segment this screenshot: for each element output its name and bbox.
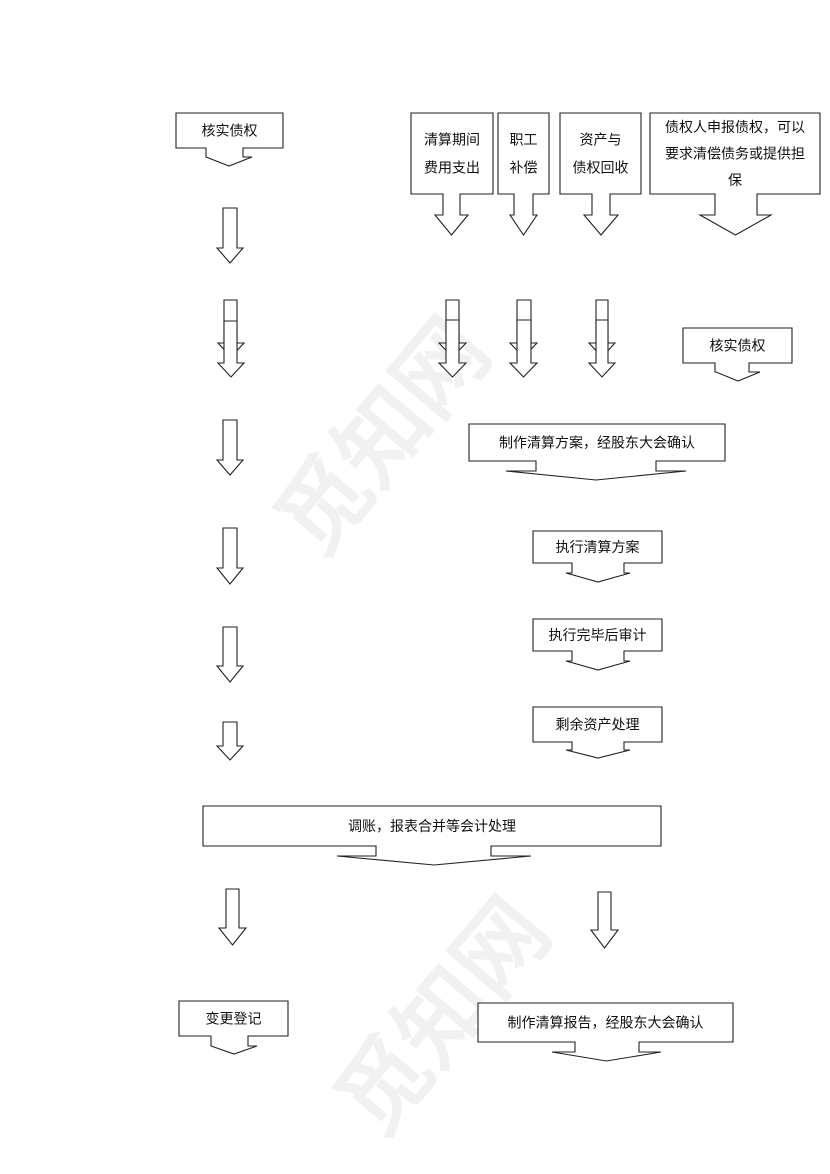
box-label: 费用支出 [424, 161, 480, 177]
box-label: 清算期间 [424, 133, 480, 149]
callout-arrow-shape [497, 112, 550, 236]
process-box-verify-right: 核实债权 [682, 327, 793, 382]
process-box-verify-left: 核实债权 [175, 112, 284, 167]
callout-arrow-shape [175, 112, 284, 167]
callout-arrow-shape [477, 1002, 734, 1062]
box-label: 执行清算方案 [556, 539, 640, 556]
box-label: 变更登记 [206, 1012, 262, 1028]
process-box-execute: 执行清算方案 [532, 530, 663, 583]
down-arrow [215, 527, 245, 585]
callout-arrow-shape [649, 112, 821, 236]
process-box-accounting: 调账，报表合并等会计处理 [202, 805, 662, 866]
box-label: 债权回收 [573, 161, 629, 177]
process-box-remaining: 剩余资产处理 [532, 706, 663, 759]
box-label: 资产与 [580, 133, 622, 149]
callout-arrow-shape [532, 530, 663, 583]
box-label: 制作清算报告，经股东大会确认 [508, 1016, 704, 1032]
callout-arrow-shape [682, 327, 793, 382]
process-box-report: 制作清算报告，经股东大会确认 [477, 1002, 734, 1062]
callout-arrow-shape [178, 1000, 289, 1055]
callout-arrow-shape [559, 112, 642, 236]
box-label: 核实债权 [202, 124, 258, 140]
down-arrow [215, 419, 245, 476]
process-box-registration: 变更登记 [178, 1000, 289, 1055]
down-arrow [589, 891, 620, 949]
down-arrow [437, 319, 468, 378]
box-label: 要求清偿债务或提供担 [665, 147, 805, 163]
down-arrow [508, 319, 539, 378]
process-box-plan: 制作清算方案，经股东大会确认 [468, 423, 726, 481]
box-label: 剩余资产处理 [556, 717, 640, 734]
down-arrow [216, 320, 246, 378]
down-arrow [215, 721, 245, 761]
box-label: 执行完毕后审计 [549, 628, 647, 644]
box-label: 调账，报表合并等会计处理 [348, 818, 516, 835]
box-label: 职工 [510, 133, 538, 149]
callout-arrow-shape [468, 423, 726, 481]
box-label: 补偿 [510, 161, 538, 177]
down-arrow [587, 319, 617, 378]
callout-arrow-shape [410, 112, 494, 236]
box-label: 保 [728, 173, 742, 189]
down-arrow [215, 626, 245, 683]
callout-arrow-shape [532, 706, 663, 759]
process-box-audit: 执行完毕后审计 [532, 618, 663, 671]
down-arrow [215, 207, 245, 264]
box-label: 制作清算方案，经股东大会确认 [499, 435, 695, 452]
callout-arrow-shape [532, 618, 663, 671]
callout-arrow-shape [202, 805, 662, 866]
box-label: 债权人申报债权，可以 [665, 120, 805, 136]
down-arrow [217, 888, 248, 946]
box-label: 核实债权 [710, 339, 766, 355]
